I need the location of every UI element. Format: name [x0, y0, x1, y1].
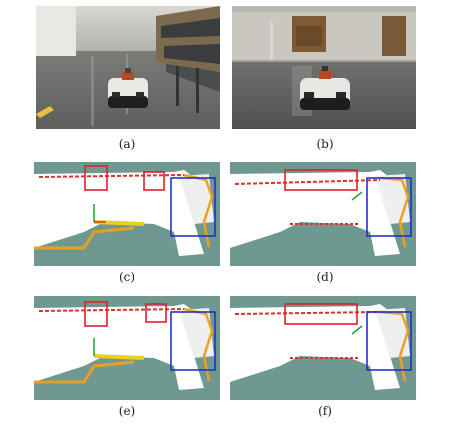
map-panel-c — [34, 162, 220, 266]
panel-label-f: (f) — [318, 404, 332, 418]
map-panel-e — [34, 296, 220, 400]
map-panel-d — [230, 162, 416, 266]
photo-robot-hallway — [232, 6, 416, 129]
panel-label-a: (a) — [118, 137, 136, 151]
occupancy-map-d — [230, 162, 416, 266]
photo-robot-classroom — [36, 6, 220, 129]
panel-label-c: (c) — [118, 270, 136, 284]
figure-caption — [0, 423, 474, 436]
panel-label-b: (b) — [316, 137, 334, 151]
map-panel-f — [230, 296, 416, 400]
occupancy-map-e — [34, 296, 220, 400]
occupancy-map-c — [34, 162, 220, 266]
classroom-scene-image — [36, 6, 220, 129]
panel-label-e: (e) — [118, 404, 136, 418]
hallway-scene-image — [232, 6, 416, 129]
occupancy-map-f — [230, 296, 416, 400]
panel-label-d: (d) — [316, 270, 334, 284]
